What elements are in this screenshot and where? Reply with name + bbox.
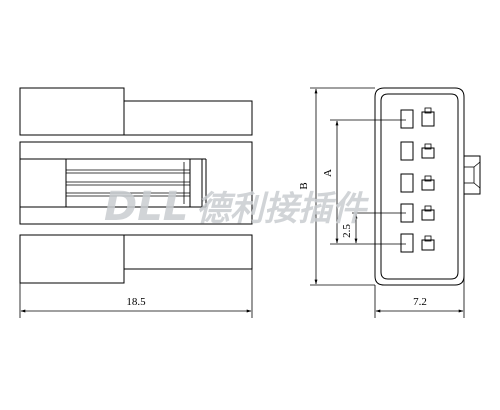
dimension-overall-length: 18.5 [19,269,253,318]
watermark-logo: DLL 德利接插件 [104,184,370,230]
dimension-label-pitch: 2.5 [341,224,353,238]
side-view-top-body [19,87,253,136]
pin-cavities [400,107,435,253]
end-view-latch [463,155,481,195]
pin-cavity [400,173,435,193]
watermark-cjk: 德利接插件 [196,189,370,229]
dimension-label-a: A [322,169,334,177]
dimension-b: B [298,87,375,286]
dimension-side-width: 7.2 [374,194,465,318]
end-view: B A 2.5 7.2 [298,87,481,318]
dimension-pitch: 2.5 [341,212,406,244]
dimension-a: A [322,119,406,245]
side-view-bottom-body [19,234,253,284]
pin-cavity [400,107,435,129]
dimension-label-width: 7.2 [413,296,427,308]
side-view: 18.5 [19,87,253,318]
side-view-latch-section [19,141,253,225]
pin-cavity [400,141,435,161]
end-view-outer-shell [374,87,465,286]
pin-cavity [400,233,435,253]
dimension-label-length: 18.5 [126,296,146,308]
watermark-latin: DLL [104,184,188,230]
dimension-label-b: B [298,182,310,189]
end-view-inner-shell [380,93,459,280]
